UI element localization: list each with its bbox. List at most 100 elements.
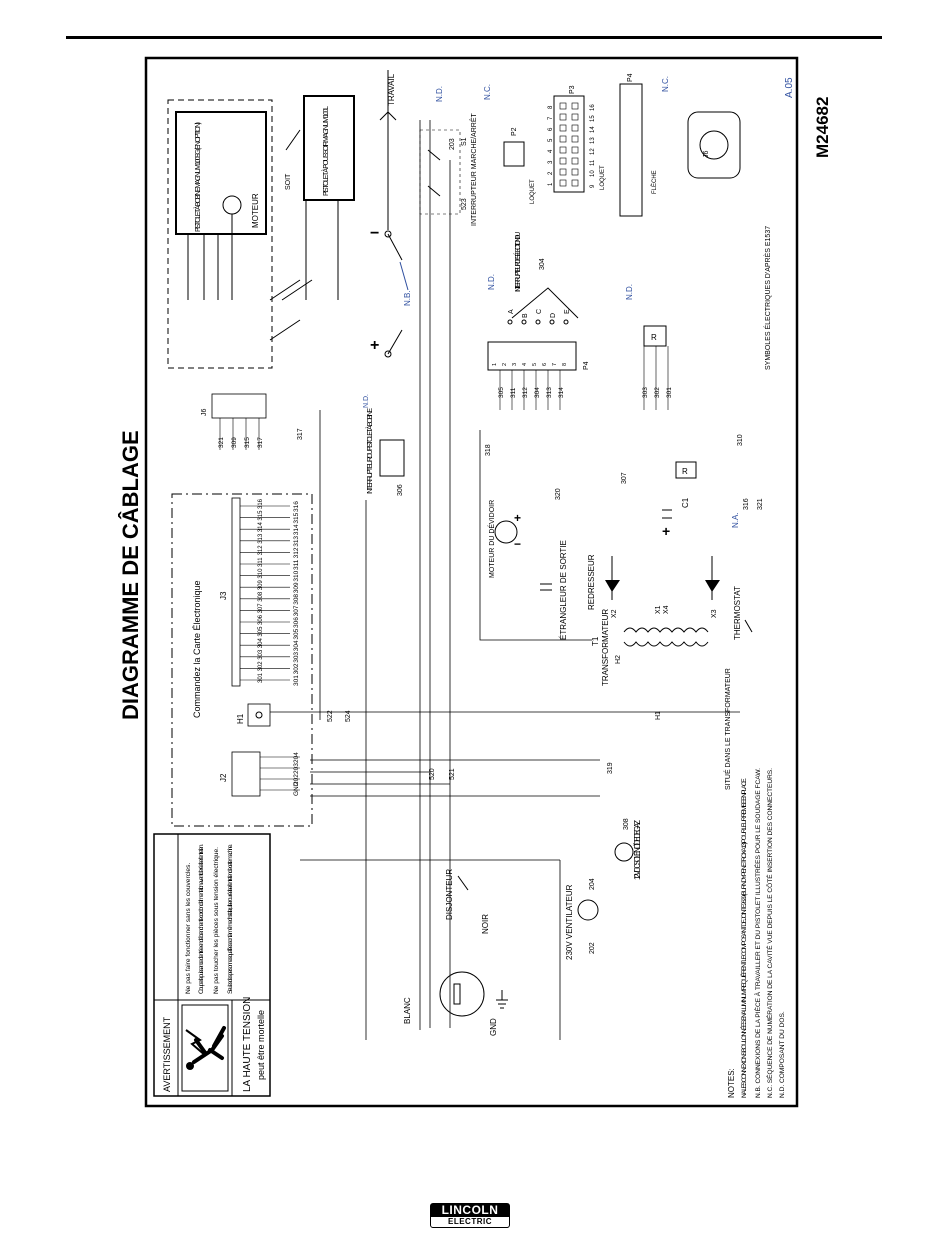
selector-position-label: C — [536, 309, 543, 314]
j6-wire-label: 317 — [257, 437, 264, 448]
choke-label: ÉTRANGLEUR DE SORTIE — [559, 540, 568, 640]
p4-pin-number: 3 — [512, 363, 518, 366]
nd-callout-4: N.D. — [363, 394, 370, 408]
j2-wire-label: 204 — [293, 752, 300, 763]
wire-523: 523 — [461, 198, 468, 210]
p2-label: P2 — [511, 127, 518, 136]
warning-box: AVERTISSEMENT LA HAUTE TENSION peut être… — [153, 833, 271, 1097]
gnd-label: GND — [489, 1018, 498, 1036]
wire-204: 204 — [589, 878, 596, 890]
x4-label: X4 — [663, 605, 670, 614]
p3-label: P3 — [569, 85, 576, 94]
p3-top-pin: 1 — [548, 182, 554, 186]
brand-sub: ELECTRIC — [430, 1217, 510, 1228]
j3-pin-number: 313 — [258, 533, 264, 544]
p4-wire-label: 311 — [510, 387, 517, 398]
j3-wire-label: 313 — [293, 536, 300, 547]
p3-latch-label: LOQUET — [600, 165, 606, 190]
spool-gun-switch: INTERRUPTEUR DU PISTOLET À BOBINE N.D. — [363, 394, 405, 494]
spool-switch-label: INTERRUPTEUR DU PISTOLET À BOBINE — [365, 408, 374, 494]
high-voltage-line2: peut être mortelle — [256, 1010, 266, 1080]
j3-wire-label: 308 — [293, 594, 300, 605]
j3-pin-number: 316 — [258, 498, 264, 509]
shock-hazard-icon — [181, 1004, 229, 1092]
p3-top-pin: 3 — [548, 160, 554, 164]
thermostat-label: THERMOSTAT — [733, 586, 742, 640]
j2-wire-label: 203 — [293, 763, 300, 774]
transformer-t1: T1 TRANSFORMATEUR H2 — [591, 609, 709, 686]
blanc-label: BLANC — [403, 997, 412, 1024]
capacitor-c1: C1 + R — [662, 461, 697, 539]
p3-bottom-pin: 11 — [590, 159, 596, 166]
rectifier-label: REDRESSEUR — [587, 554, 596, 610]
wire-306: 306 — [397, 484, 404, 496]
note-nd: N.D. COMPOSANT DU DOS. — [779, 1011, 786, 1098]
j3-wire-label: 307 — [293, 605, 300, 616]
j2-label: J2 — [219, 773, 228, 782]
j3-pin-number: 315 — [258, 510, 264, 521]
nd-callout-3: N.D. — [625, 284, 634, 300]
travail-label: TRAVAIL — [387, 73, 396, 106]
p3-top-pin: 5 — [548, 138, 554, 142]
p3-bottom-pin: 16 — [590, 104, 596, 111]
x3-label: X3 — [711, 609, 718, 618]
warning-bullet: Couper la puissance d’entrée en débranch… — [198, 844, 205, 994]
wire-304: 304 — [539, 258, 546, 270]
gas-solenoid: 12 VDC SOLÉNOÏDE DE GAZ — [614, 820, 642, 880]
wire-310: 310 — [737, 434, 744, 446]
r-label: R — [651, 333, 657, 342]
j3-pin-number: 307 — [258, 603, 264, 614]
selector-position-label: A — [508, 309, 515, 314]
p3-bottom-pin: 14 — [590, 126, 596, 133]
wire-203: 203 — [449, 138, 456, 150]
power-plug: BLANC GND — [403, 971, 508, 1036]
r-wire-label: 303 — [642, 387, 649, 398]
p4-pin-number: 8 — [562, 363, 568, 366]
j6-wire-label: 309 — [231, 437, 238, 448]
thermostat: THERMOSTAT SITUÉ DANS LE TRANSFORMATEUR — [723, 586, 753, 790]
p3-top-pin: 6 — [548, 127, 554, 131]
p4-wire-label: 312 — [522, 387, 529, 398]
j3-pin-number: 314 — [258, 522, 264, 533]
wire-524: 524 — [345, 710, 352, 722]
j3-wire-label: 310 — [293, 570, 300, 581]
x1-label: X1 — [655, 605, 662, 614]
j3-pin-number: 302 — [258, 661, 264, 672]
power-section: ÉTRANGLEUR DE SORTIE REDRESSEUR X2 X1 X4… — [270, 120, 764, 1040]
note-nb: N.B. CONNEXIONS DE LA PIÈCE À TRAVAILLER… — [753, 768, 762, 1098]
note-nc: N.C. SÉQUENCE DE NUMÉRATION DE LA CAVITÉ… — [765, 768, 774, 1098]
j3-wire-label: 311 — [293, 559, 300, 570]
p4-wire-label: 313 — [546, 387, 553, 398]
p2-latch-label: LOQUET — [530, 179, 536, 204]
j3-label: J3 — [219, 591, 228, 600]
na-callout: N.A. — [731, 512, 740, 528]
p4-pin-number: 6 — [542, 363, 548, 366]
on-off-label: INTERRUPTEUR MARCHE/ARRÊT — [469, 112, 478, 226]
j3-wire-label: 302 — [293, 663, 300, 674]
r-wire-label: 302 — [654, 387, 661, 398]
feed-motor: MOTEUR DU DÉVIDOIR + − — [487, 500, 521, 578]
selector-position-label: E — [564, 309, 571, 314]
p4-pin-number: 7 — [552, 363, 558, 366]
p4-wire-label: 304 — [534, 387, 541, 398]
h1-label: H1 — [236, 713, 245, 724]
pcb-label: Commandez la Carte Électronique — [192, 580, 202, 718]
high-voltage-line1: LA HAUTE TENSION — [242, 997, 253, 1092]
j3-pin-number: 309 — [258, 580, 264, 591]
wire-319: 319 — [607, 762, 614, 774]
nb-callout: N.B. — [403, 290, 412, 306]
wire-521: 521 — [449, 768, 456, 780]
p3-bottom-pin: 15 — [590, 115, 596, 122]
wire-520: 520 — [429, 768, 436, 780]
p3-top-pin: 7 — [548, 116, 554, 120]
notes-heading: NOTES: — [727, 1068, 736, 1098]
x2-label: X2 — [611, 609, 618, 618]
t1-label: T1 — [591, 636, 600, 646]
doc-number: M24682 — [813, 97, 832, 158]
diagram-frame — [144, 56, 799, 1108]
positive-terminal: + — [370, 337, 379, 354]
selector-label: INTERRUPTEUR DE SÉLECTION DU — [513, 232, 522, 292]
cap-positive: + — [662, 523, 670, 539]
noir-label: NOIR — [481, 914, 490, 934]
